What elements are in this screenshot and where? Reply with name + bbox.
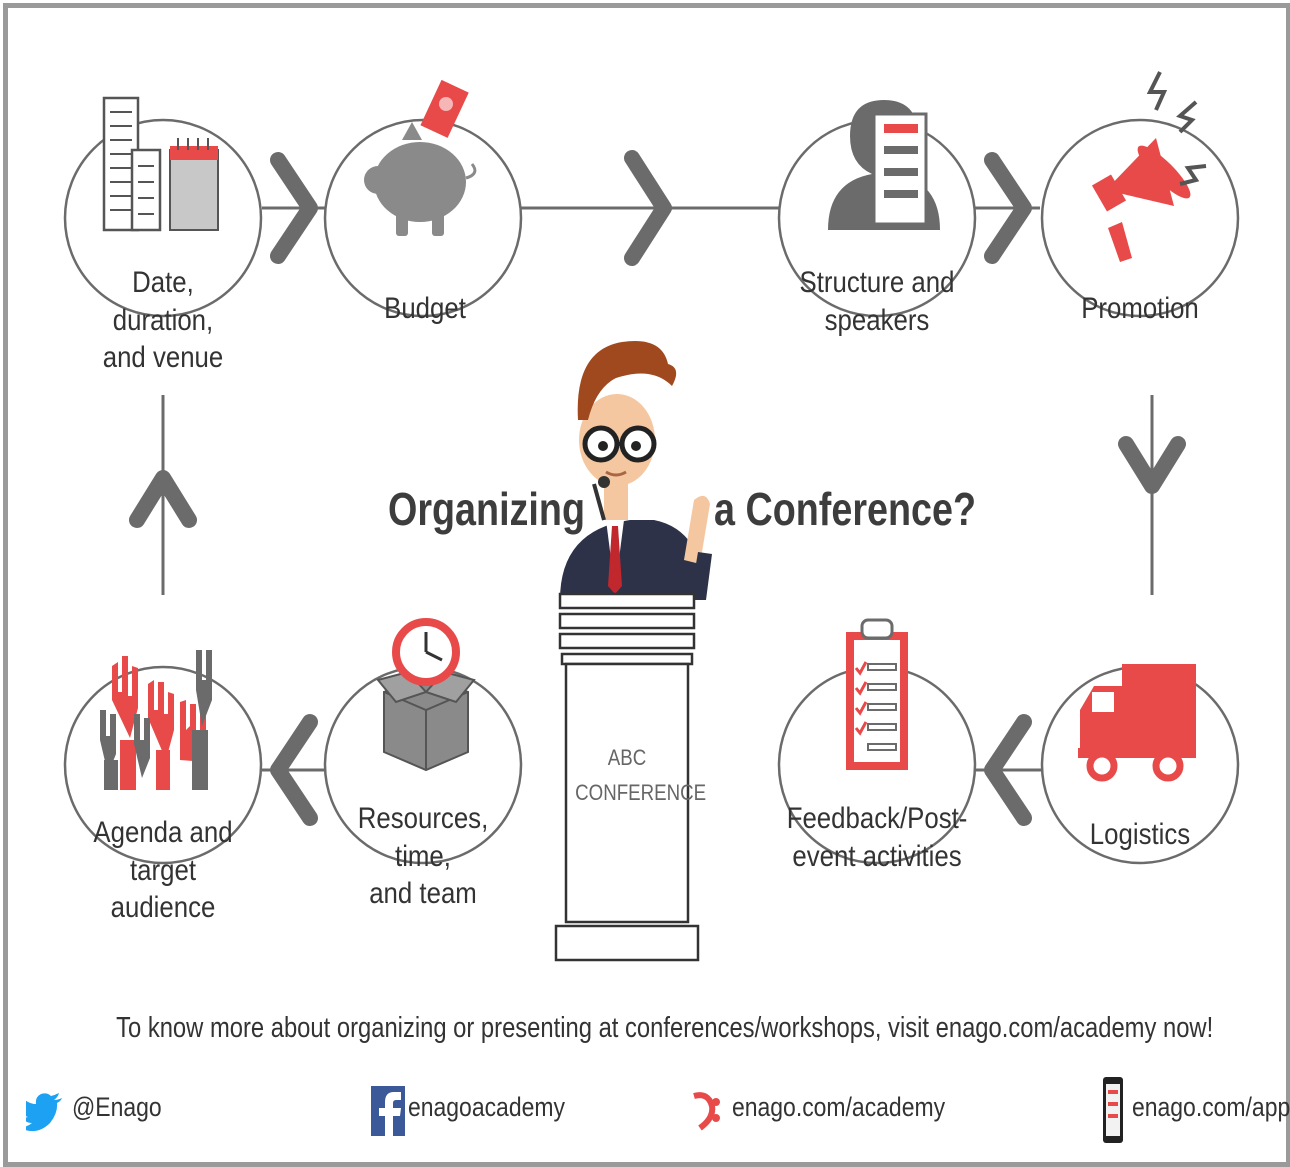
title-left: Organizing xyxy=(388,483,585,535)
step-label-resources-line1: Resources, time, xyxy=(357,802,489,873)
checklist-clipboard-icon xyxy=(846,618,908,770)
step-label-logistics: Logistics xyxy=(1058,816,1221,854)
academy-link[interactable]: enago.com/academy xyxy=(732,1092,946,1122)
step-label-feedback-line2: event activities xyxy=(792,839,962,873)
step-label-structure: Structure and speakers xyxy=(795,264,958,339)
step-label-resources-line2: and team xyxy=(369,877,477,910)
step-label-date-line1: Date, duration, xyxy=(112,266,214,337)
podium-sign-line1: ABC xyxy=(607,745,647,770)
step-label-date: Date, duration, and venue xyxy=(81,264,244,377)
enago-academy-icon[interactable] xyxy=(690,1092,726,1132)
footer-text: To know more about organizing or present… xyxy=(116,1012,1214,1044)
diagram-frame xyxy=(3,3,1290,1167)
raised-hands-icon xyxy=(100,650,212,790)
step-label-budget-line1: Budget xyxy=(384,292,466,325)
presenter-illustration xyxy=(560,340,712,600)
twitter-handle[interactable]: @Enago xyxy=(72,1092,162,1122)
step-label-structure-line2: speakers xyxy=(824,303,930,337)
step-label-resources: Resources, time, and team xyxy=(333,800,514,913)
arrow-up-icon xyxy=(129,470,197,528)
podium xyxy=(554,592,700,962)
buildings-calendar-icon xyxy=(102,96,219,232)
phone-app-icon[interactable] xyxy=(1102,1076,1124,1146)
step-label-promotion: Promotion xyxy=(1058,290,1221,328)
arrow-right-icon xyxy=(984,152,1032,264)
step-label-date-line2: and venue xyxy=(102,341,224,374)
twitter-icon[interactable] xyxy=(26,1090,64,1134)
arrow-down-icon xyxy=(1118,436,1186,494)
piggy-bank-icon xyxy=(364,79,477,236)
step-label-agenda: Agenda and target audience xyxy=(68,814,257,927)
step-label-agenda-line2: audience xyxy=(110,891,216,924)
arrow-right-icon xyxy=(624,150,672,266)
arrow-left-icon xyxy=(984,714,1032,826)
megaphone-icon xyxy=(1091,71,1207,262)
step-label-structure-line1: Structure and xyxy=(799,266,955,299)
facebook-handle[interactable]: enagoacademy xyxy=(408,1092,565,1122)
app-link[interactable]: enago.com/app xyxy=(1132,1092,1290,1122)
step-label-feedback: Feedback/Post- event activities xyxy=(787,800,968,875)
facebook-icon[interactable] xyxy=(371,1086,405,1136)
step-label-agenda-line1: Agenda and target xyxy=(93,816,233,887)
arrow-left-icon xyxy=(270,714,318,826)
truck-icon xyxy=(1078,664,1196,782)
step-label-promotion-line1: Promotion xyxy=(1081,292,1199,325)
podium-sign-line2: CONFERENCE xyxy=(575,780,707,806)
step-label-feedback-line1: Feedback/Post- xyxy=(786,802,968,835)
arrow-right-icon xyxy=(270,152,318,264)
speaker-list-icon xyxy=(828,100,940,230)
step-label-budget: Budget xyxy=(343,290,506,328)
title-right: a Conference? xyxy=(714,483,977,535)
podium-sign: ABC CONFERENCE xyxy=(575,740,707,810)
clock-box-icon xyxy=(376,618,476,772)
step-label-logistics-line1: Logistics xyxy=(1089,818,1191,851)
